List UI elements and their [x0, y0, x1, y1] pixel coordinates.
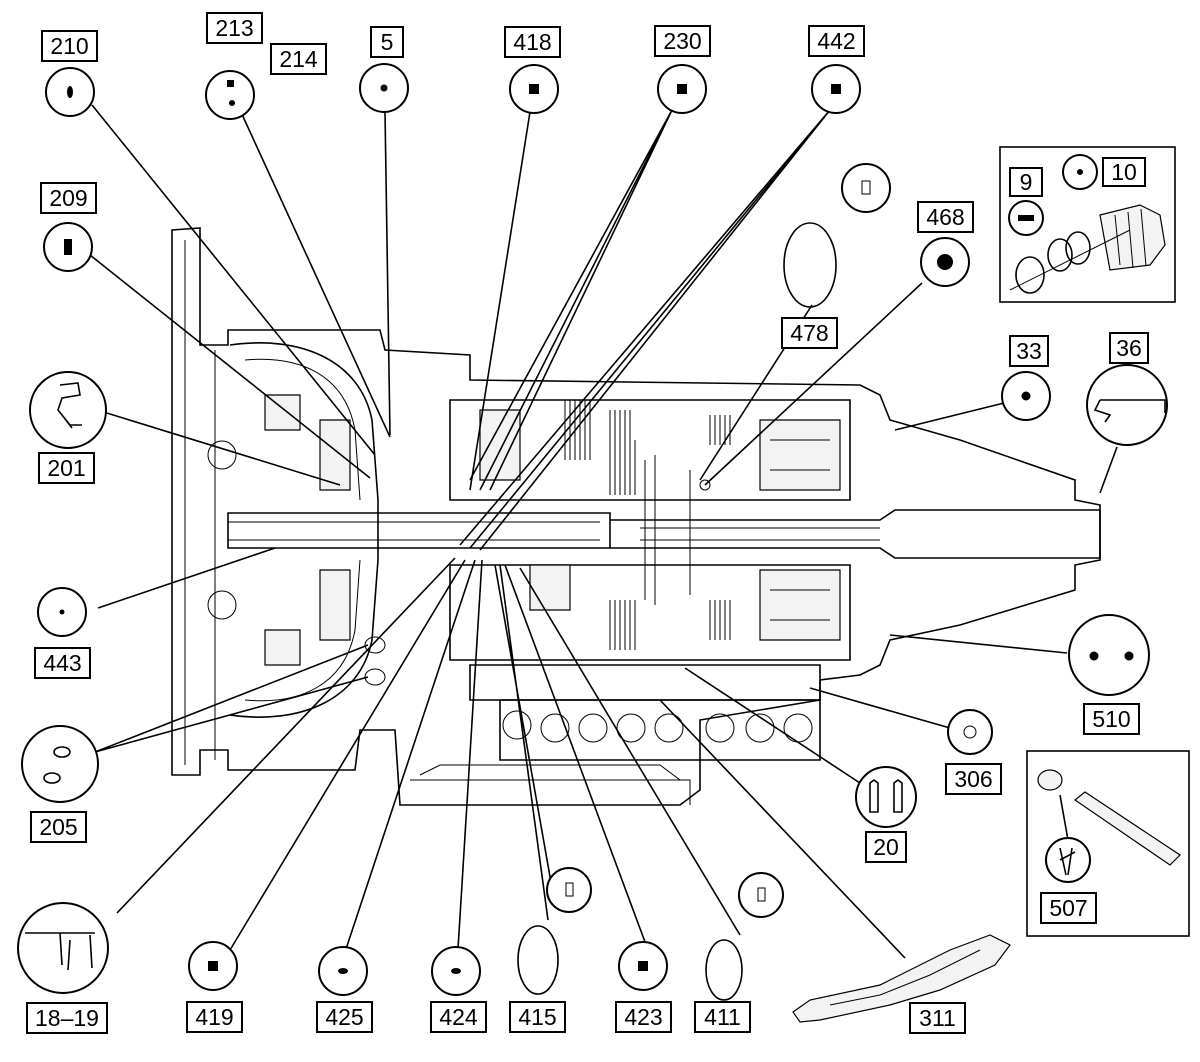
- svg-text:210: 210: [50, 33, 88, 59]
- svg-text:306: 306: [954, 766, 992, 792]
- symbol-311-plate: [792, 934, 1011, 1023]
- symbol-20: [855, 766, 917, 828]
- label-478: 478: [781, 317, 838, 349]
- symbol-18-19: [17, 902, 109, 994]
- symbol-201: [29, 371, 107, 449]
- output-shaft: [610, 509, 1101, 559]
- svg-text:209: 209: [49, 185, 87, 211]
- label-9: 9: [1009, 167, 1043, 197]
- label-210: 210: [41, 30, 98, 62]
- svg-text:442: 442: [817, 28, 855, 54]
- symbol-205: [21, 725, 99, 803]
- symbol-210: [45, 67, 95, 117]
- label-230: 230: [654, 25, 711, 57]
- svg-text:213: 213: [215, 15, 253, 41]
- svg-text:468: 468: [926, 204, 964, 230]
- svg-text:418: 418: [513, 29, 551, 55]
- symbol-306: [947, 709, 993, 755]
- label-419: 419: [186, 1001, 243, 1033]
- inset-507: [1026, 750, 1190, 937]
- label-306: 306: [945, 763, 1002, 795]
- valve-body-pan: [410, 664, 821, 805]
- symbol-425: [318, 946, 368, 996]
- svg-text:201: 201: [47, 455, 85, 481]
- symbol-214: [205, 70, 255, 120]
- svg-text:230: 230: [663, 28, 701, 54]
- symbol-415: [517, 867, 592, 995]
- symbol-418: [509, 64, 559, 114]
- symbol-442: [811, 64, 861, 114]
- label-425: 425: [316, 1001, 373, 1033]
- svg-text:9: 9: [1020, 169, 1033, 195]
- label-442: 442: [808, 25, 865, 57]
- label-415: 415: [509, 1001, 566, 1033]
- label-468: 468: [917, 201, 974, 233]
- label-507: 507: [1040, 892, 1097, 924]
- svg-text:443: 443: [43, 650, 81, 676]
- symbol-5: [359, 63, 409, 113]
- svg-text:20: 20: [873, 834, 899, 860]
- label-311: 311: [909, 1002, 966, 1034]
- svg-text:411: 411: [704, 1004, 741, 1030]
- symbol-478: [783, 163, 891, 308]
- svg-text:419: 419: [195, 1004, 233, 1030]
- label-5: 5: [370, 26, 404, 58]
- svg-text:425: 425: [325, 1004, 363, 1030]
- symbol-424: [431, 946, 481, 996]
- svg-text:18–19: 18–19: [35, 1005, 99, 1031]
- callout-symbols: [17, 63, 1168, 1023]
- label-36: 36: [1109, 332, 1149, 364]
- symbol-443: [37, 587, 87, 637]
- label-20: 20: [865, 831, 907, 863]
- label-205: 205: [30, 811, 87, 843]
- svg-text:10: 10: [1111, 159, 1137, 185]
- label-33: 33: [1009, 335, 1049, 367]
- clutch-packs: [449, 399, 851, 661]
- svg-text:5: 5: [381, 29, 394, 55]
- label-209: 209: [40, 182, 97, 214]
- svg-text:311: 311: [919, 1005, 956, 1031]
- bell-housing: [171, 227, 1101, 806]
- svg-text:205: 205: [39, 814, 77, 840]
- svg-text:510: 510: [1092, 706, 1130, 732]
- label-418: 418: [504, 26, 561, 58]
- label-213: 213: [206, 12, 263, 44]
- symbol-419: [188, 941, 238, 991]
- label-510: 510: [1083, 703, 1140, 735]
- label-423: 423: [615, 1001, 672, 1033]
- label-443: 443: [34, 647, 91, 679]
- svg-text:423: 423: [624, 1004, 662, 1030]
- label-411: 411: [694, 1001, 751, 1033]
- symbol-36: [1086, 364, 1168, 446]
- symbol-423: [618, 941, 668, 991]
- label-424: 424: [430, 1001, 487, 1033]
- svg-text:36: 36: [1116, 335, 1142, 361]
- transmission-cross-section: [171, 227, 1101, 806]
- symbol-33: [1001, 371, 1051, 421]
- inset-9-10: [999, 146, 1176, 303]
- label-201: 201: [38, 452, 95, 484]
- svg-text:424: 424: [439, 1004, 478, 1030]
- input-shaft: [227, 512, 611, 549]
- label-214: 214: [270, 43, 327, 75]
- svg-text:214: 214: [279, 46, 318, 72]
- torque-converter: [229, 342, 379, 718]
- label-10: 10: [1102, 157, 1146, 187]
- svg-text:415: 415: [518, 1004, 556, 1030]
- symbol-230: [657, 64, 707, 114]
- symbol-510: [1068, 614, 1150, 696]
- svg-text:478: 478: [790, 320, 828, 346]
- symbol-411: [705, 872, 784, 1001]
- symbol-468: [920, 237, 970, 287]
- svg-text:33: 33: [1016, 338, 1042, 364]
- symbol-209: [43, 222, 93, 272]
- svg-text:507: 507: [1049, 895, 1087, 921]
- label-18-19: 18–19: [26, 1002, 108, 1034]
